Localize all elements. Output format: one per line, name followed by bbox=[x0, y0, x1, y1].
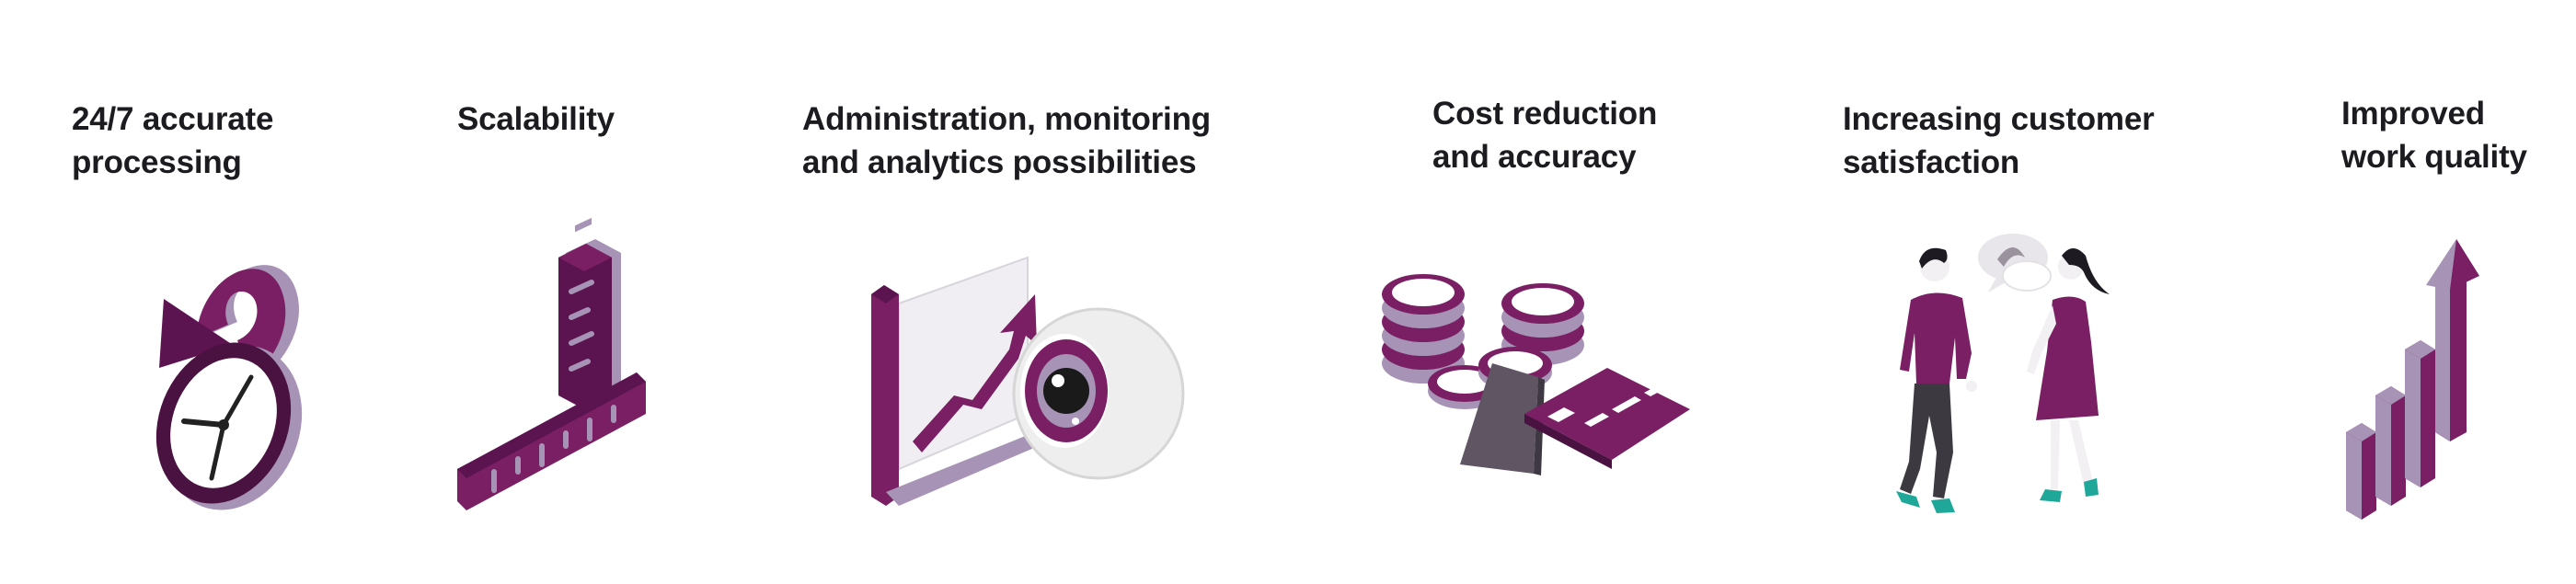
feature-title: Scalability bbox=[457, 101, 615, 137]
feature-customer-satisfaction: Increasing customer satisfaction bbox=[1843, 0, 2211, 584]
feature-title: Improved work quality bbox=[2341, 96, 2527, 175]
coins-cards-icon bbox=[1382, 274, 1690, 475]
feature-24-7-processing: 24/7 accurate processing bbox=[72, 0, 403, 584]
feature-administration-monitoring: Administration, monitoring and analytics… bbox=[802, 0, 1281, 584]
chart-eye-icon bbox=[871, 256, 1185, 506]
feature-scalability: Scalability bbox=[457, 0, 733, 584]
feature-title: Administration, monitoring and analytics… bbox=[802, 101, 1211, 180]
ruler-icon bbox=[457, 217, 646, 510]
feature-work-quality: Improved work quality bbox=[2341, 0, 2576, 584]
clock-refresh-icon bbox=[155, 265, 303, 510]
feature-title: Cost reduction and accuracy bbox=[1432, 96, 1658, 175]
feature-cost-reduction: Cost reduction and accuracy bbox=[1382, 0, 1800, 584]
growth-bars-icon bbox=[2346, 239, 2479, 520]
feature-title: Increasing customer satisfaction bbox=[1843, 101, 2155, 180]
feature-title: 24/7 accurate processing bbox=[72, 101, 274, 180]
people-conversation-icon bbox=[1896, 234, 2110, 513]
